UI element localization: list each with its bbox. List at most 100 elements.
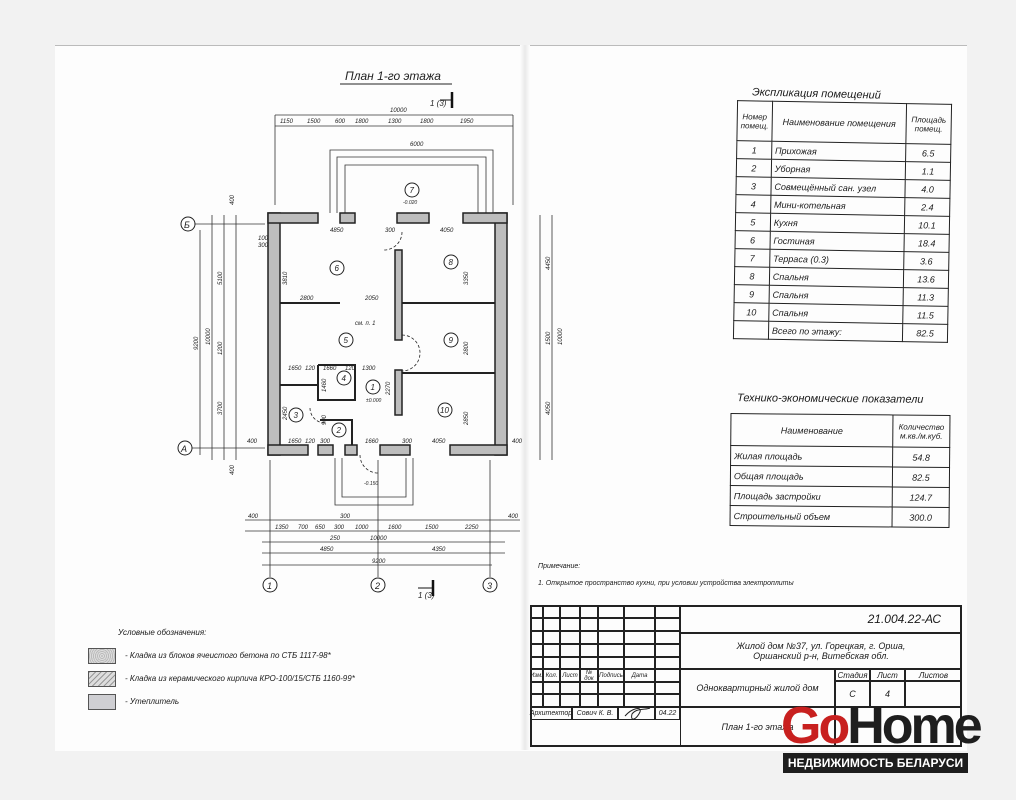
indicator-name: Жилая площадь <box>730 445 893 467</box>
revision-cell <box>543 694 560 707</box>
empty-cell <box>733 320 769 340</box>
drawing-code: 21.004.22-АС <box>680 605 962 633</box>
room-area: 13.6 <box>903 269 949 289</box>
dimension-label: 1460 <box>322 378 328 392</box>
room-area: 10.1 <box>904 215 950 235</box>
room-area: 11.5 <box>902 305 949 325</box>
axis-2: 2 <box>374 581 380 591</box>
dimension-label: 2270 <box>386 381 392 396</box>
revision-col-header: Подпись <box>598 669 624 682</box>
room-area: 1.1 <box>905 161 951 181</box>
date: 04.22 <box>655 707 680 720</box>
dimension-label: 300 <box>340 514 351 520</box>
revision-cell <box>560 657 580 669</box>
room-area: 4.0 <box>904 179 951 199</box>
dimension-label: 1500 <box>546 331 552 345</box>
dimension-label: 9200 <box>194 336 200 350</box>
room-marker <box>331 422 347 438</box>
revision-col-header: Изм. <box>530 669 543 682</box>
dimension-label: 4050 <box>440 228 454 234</box>
revision-cell <box>580 605 598 618</box>
axis-markers <box>177 216 498 593</box>
explication-table: Номер помещ. Наименование помещения Площ… <box>733 100 952 343</box>
dimension-label: 700 <box>298 525 309 531</box>
room-name: Спальня <box>768 303 904 324</box>
room-area: 2.4 <box>904 197 950 217</box>
revision-cell <box>530 644 543 657</box>
logo-home: Home <box>847 697 982 755</box>
indicator-value: 82.5 <box>892 466 950 488</box>
dimension-label: 1200 <box>218 341 224 355</box>
revision-cell <box>598 694 624 707</box>
dimension-label: 1500 <box>307 119 321 125</box>
axis-1: 1 <box>267 581 272 591</box>
dimension-label: 650 <box>315 525 326 531</box>
room-name: Спальня <box>769 267 904 288</box>
dimension-label: 10000 <box>390 108 407 114</box>
plan-title: План 1-го этажа <box>345 69 441 83</box>
revision-cell <box>655 669 680 682</box>
revision-cell <box>624 682 655 694</box>
legend-swatch-insulation <box>88 694 116 710</box>
revision-cell <box>624 605 655 618</box>
revision-cell <box>530 618 543 631</box>
revision-cell <box>655 694 680 707</box>
room-number: 3 <box>735 176 772 196</box>
revision-cell <box>543 682 560 694</box>
revision-cell <box>560 644 580 657</box>
revision-cell <box>624 644 655 657</box>
dimension-label: 4050 <box>432 439 446 445</box>
indicator-name: Общая площадь <box>730 465 893 487</box>
revision-cell <box>543 618 560 631</box>
note-text: 1. Открытое пространство кухни, при усло… <box>538 580 794 587</box>
dimension-label: 120 <box>305 366 316 372</box>
revision-cell <box>543 605 560 618</box>
revision-cell <box>655 644 680 657</box>
room-number: 10 <box>733 302 769 322</box>
dimension-label: 1300 <box>388 119 402 125</box>
col-header: Наименование <box>730 413 893 447</box>
kitchen-note-ref: см. п. 1 <box>355 321 375 327</box>
room-number: 4 <box>735 194 771 214</box>
sheet-value: 4 <box>870 681 905 707</box>
section-mark-top: 1 (3) <box>430 99 447 108</box>
dimension-label: 10000 <box>206 328 212 345</box>
dimension-label: 3810 <box>283 271 289 285</box>
terrace-width: 6000 <box>410 142 424 148</box>
legend-swatch-concrete <box>88 648 116 664</box>
dimension-label: 2800 <box>299 296 314 302</box>
room-number: 1 <box>371 383 375 392</box>
dimension-label: 4050 <box>546 401 552 415</box>
page-fold <box>520 45 530 750</box>
dimension-label: 100 <box>258 236 269 242</box>
room-area: 6.5 <box>905 143 951 163</box>
dimension-label: 4450 <box>546 256 552 270</box>
revision-cell <box>580 682 598 694</box>
revision-cell <box>560 682 580 694</box>
legend-item-insulation: - Утеплитель <box>125 697 180 706</box>
building-type: Одноквартирный жилой дом <box>680 669 835 707</box>
room-number: 7 <box>734 248 770 268</box>
room-area: 11.3 <box>903 287 949 307</box>
room-number: 8 <box>449 258 454 267</box>
dimension-label: 120 <box>305 439 316 445</box>
room-marker <box>288 407 304 423</box>
organization-cell <box>835 707 962 747</box>
revision-cell <box>530 657 543 669</box>
header-row: Номер помещ. Наименование помещения Площ… <box>736 100 952 145</box>
room-marker <box>338 332 354 348</box>
dimension-label: 900 <box>322 414 328 425</box>
dimension-label: 1800 <box>355 119 369 125</box>
revision-cell <box>655 618 680 631</box>
revision-cell <box>530 605 543 618</box>
revision-cell <box>598 657 624 669</box>
room-number: 5 <box>344 336 349 345</box>
dimension-label: 9200 <box>372 559 386 565</box>
revision-col-header: Лист <box>560 669 580 682</box>
room-number: 7 <box>410 186 415 195</box>
revision-cell <box>598 605 624 618</box>
revision-cell <box>624 618 655 631</box>
